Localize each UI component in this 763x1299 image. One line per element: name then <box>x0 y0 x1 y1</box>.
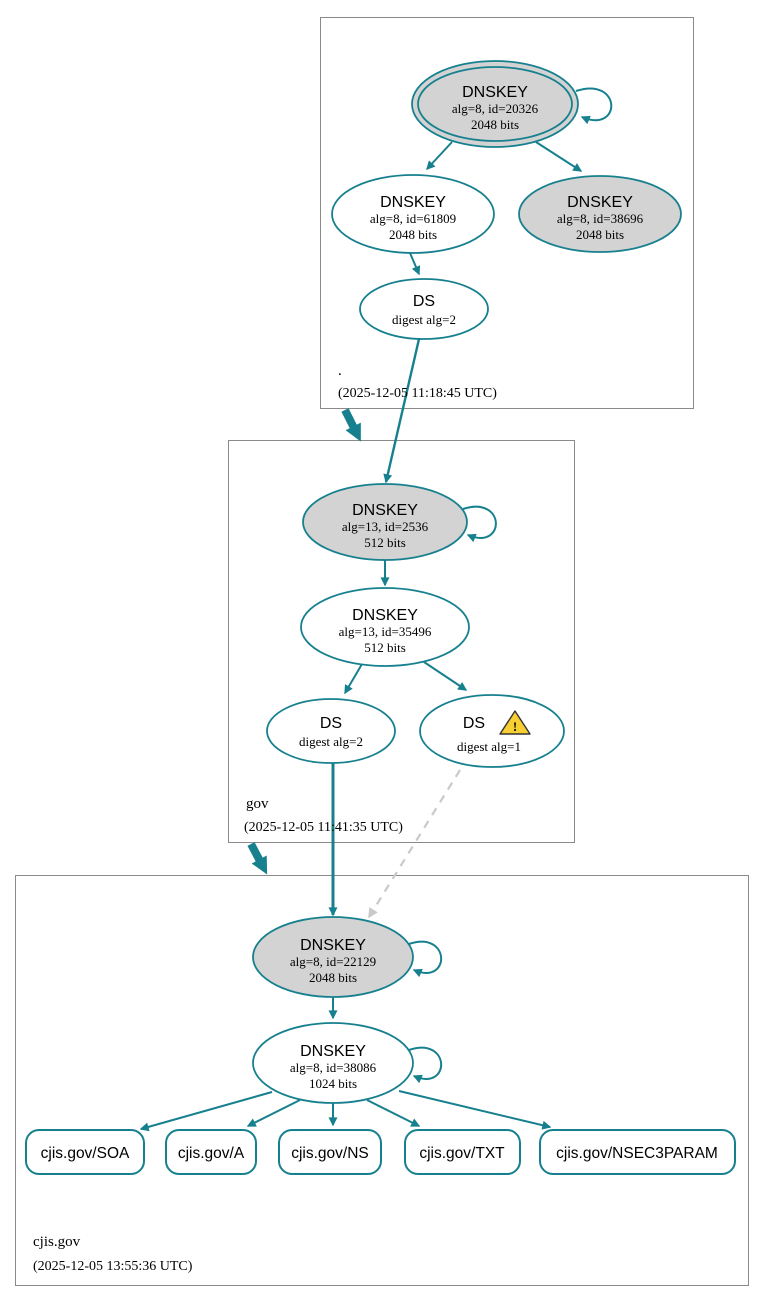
cjis-zone-timestamp: (2025-12-05 13:55:36 UTC) <box>33 1259 193 1274</box>
rrset-txt-node <box>404 1129 521 1175</box>
cjis-ksk-bits: 2048 bits <box>309 970 357 985</box>
root-ds-digest: digest alg=2 <box>392 312 456 327</box>
delegation-arrow-root-to-gov <box>341 408 361 442</box>
gov-ds2-digest: digest alg=2 <box>299 734 363 749</box>
gov-ds1-node <box>419 694 565 768</box>
root-zsk-node <box>331 174 495 254</box>
rrset-nsec3param-label: cjis.gov/NSEC3PARAM <box>556 1145 718 1162</box>
delegation-arrow-gov-to-cjis <box>247 842 268 875</box>
root-zone-timestamp: (2025-12-05 11:18:45 UTC) <box>338 386 497 401</box>
cjis-ksk-alg: alg=8, id=22129 <box>290 954 376 969</box>
edge-gov-zsk-to-ds2 <box>344 663 363 695</box>
rrset-nsec3param-node <box>539 1129 736 1175</box>
root-ksk-alg: alg=8, id=20326 <box>452 101 539 116</box>
gov-zsk-alg: alg=13, id=35496 <box>339 624 432 639</box>
gov-ds2-title: DS <box>320 715 342 732</box>
edge-gov-zsk-to-ds1 <box>423 661 468 691</box>
root-ksk-self-loop <box>575 87 613 125</box>
rrset-soa-node <box>25 1129 145 1175</box>
edge-cjis-zsk-to-soa <box>139 1091 273 1132</box>
root-ksk2-bits: 2048 bits <box>576 227 624 242</box>
gov-zone-box <box>228 440 575 843</box>
gov-ksk-title: DNSKEY <box>352 502 418 519</box>
rrset-soa-label: cjis.gov/SOA <box>41 1145 130 1162</box>
cjis-zone-label: cjis.gov <box>33 1234 81 1250</box>
gov-ksk-alg: alg=13, id=2536 <box>342 519 429 534</box>
rrset-ns-node <box>278 1129 382 1175</box>
edge-root-zsk-to-ds <box>409 252 421 276</box>
edge-root-ksk-to-zsk <box>426 141 453 170</box>
edge-gov-ds1-to-cjis-ksk-insecure <box>368 769 461 919</box>
root-ksk2-node <box>518 175 682 253</box>
cjis-zsk-title: DNSKEY <box>300 1043 366 1060</box>
root-ksk-node <box>411 60 579 148</box>
rrset-txt-label: cjis.gov/TXT <box>419 1145 505 1162</box>
cjis-zone-box <box>15 875 749 1286</box>
edge-root-ds-to-gov-ksk <box>383 338 421 484</box>
gov-ksk-bits: 512 bits <box>364 535 406 550</box>
root-zsk-bits: 2048 bits <box>389 227 437 242</box>
gov-zsk-title: DNSKEY <box>352 607 418 624</box>
edge-cjis-zsk-to-a <box>246 1099 301 1127</box>
warning-icon <box>499 710 531 735</box>
cjis-zsk-alg: alg=8, id=38086 <box>290 1060 377 1075</box>
cjis-ksk-title: DNSKEY <box>300 937 366 954</box>
root-ksk-title: DNSKEY <box>462 84 528 101</box>
cjis-zsk-self-loop <box>408 1046 443 1084</box>
root-ksk2-alg: alg=8, id=38696 <box>557 211 644 226</box>
gov-zone-timestamp: (2025-12-05 11:41:35 UTC) <box>244 820 403 835</box>
root-ksk2-title: DNSKEY <box>567 194 633 211</box>
rrset-a-node <box>165 1129 257 1175</box>
edge-root-ksk-to-ksk2 <box>535 141 583 172</box>
cjis-zsk-bits: 1024 bits <box>309 1076 357 1091</box>
root-zsk-alg: alg=8, id=61809 <box>370 211 456 226</box>
root-zsk-title: DNSKEY <box>380 194 446 211</box>
rrset-a-label: cjis.gov/A <box>178 1145 245 1162</box>
rrset-ns-label: cjis.gov/NS <box>291 1145 369 1162</box>
gov-ds1-digest: digest alg=1 <box>457 739 521 754</box>
gov-ksk-self-loop <box>462 505 497 543</box>
root-ksk-bits: 2048 bits <box>471 117 519 132</box>
root-ds-node <box>359 278 489 340</box>
gov-ds2-node <box>266 698 396 764</box>
gov-zsk-bits: 512 bits <box>364 640 406 655</box>
gov-zsk-node <box>300 587 470 667</box>
root-zone-label: . <box>338 363 342 379</box>
gov-zone-label: gov <box>246 796 269 812</box>
edge-cjis-zsk-to-nsec3param <box>398 1090 552 1130</box>
edge-cjis-zsk-to-txt <box>366 1099 421 1127</box>
warning-icon-exclamation: ! <box>513 719 517 734</box>
root-ksk-node-inner-ring <box>417 66 573 142</box>
gov-ds1-title: DS <box>463 715 485 732</box>
root-ds-title: DS <box>413 293 435 310</box>
root-zone-box <box>320 17 694 409</box>
cjis-ksk-self-loop <box>408 940 443 978</box>
